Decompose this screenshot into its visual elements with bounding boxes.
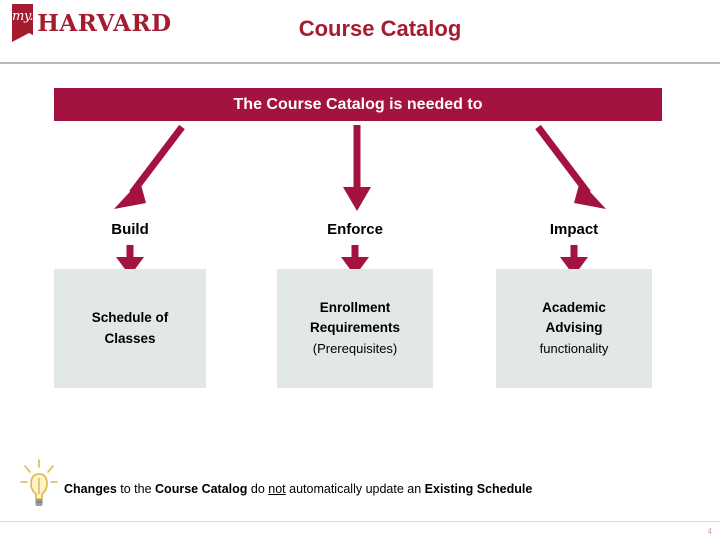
- outcome-box-build: Schedule of Classes: [54, 269, 206, 388]
- page-title: Course Catalog: [298, 16, 462, 41]
- outcome-line-2: Advising: [545, 320, 603, 336]
- outcome-sub: functionality: [539, 341, 609, 357]
- arrow-banner-to-build: [114, 124, 185, 209]
- arrow-build-to-box: [116, 245, 144, 276]
- footnote-part-7: Existing Schedule: [424, 482, 533, 496]
- outcome-line-1: Academic: [542, 299, 606, 315]
- logo-wordmark: HARVARD: [37, 9, 172, 37]
- lightbulb-icon: [20, 459, 58, 506]
- outcome-sub: (Prerequisites): [312, 341, 398, 357]
- page-number: 4: [707, 527, 712, 536]
- slide-header: my. HARVARD Course Catalog: [0, 0, 720, 64]
- footnote-part-6: automatically update an: [285, 482, 425, 496]
- harvard-logo: my. HARVARD: [12, 4, 171, 42]
- outcome-line-1: Enrollment: [319, 299, 391, 315]
- footnote-text: Changes to the Course Catalog do not aut…: [64, 481, 664, 497]
- outcome-line-1: Schedule of: [91, 309, 169, 325]
- outcome-line-2: Classes: [104, 330, 156, 346]
- footer-divider: [0, 521, 720, 522]
- column-label-build: Build: [111, 221, 149, 238]
- column-label-impact: Impact: [549, 221, 599, 238]
- logo-my-text: my.: [12, 9, 34, 24]
- arrow-banner-to-enforce: [343, 125, 371, 211]
- footnote-part-3: Course Catalog: [155, 482, 248, 496]
- outcome-line-2: Requirements: [309, 320, 401, 336]
- outcome-box-enforce: Enrollment Requirements (Prerequisites): [277, 269, 433, 388]
- banner-heading: The Course Catalog is needed to: [54, 88, 662, 121]
- outcome-box-impact: Academic Advising functionality: [496, 269, 652, 388]
- logo-shield-icon: my.: [12, 4, 47, 42]
- arrow-impact-to-box: [560, 245, 588, 276]
- footnote-part-2: to the: [116, 482, 156, 496]
- footnote-part-1: Changes: [64, 482, 117, 496]
- arrow-enforce-to-box: [341, 245, 369, 276]
- column-label-enforce: Enforce: [327, 221, 383, 238]
- footnote-part-5: not: [268, 482, 286, 496]
- arrow-banner-to-impact: [535, 124, 606, 209]
- footnote-part-4: do: [247, 482, 269, 496]
